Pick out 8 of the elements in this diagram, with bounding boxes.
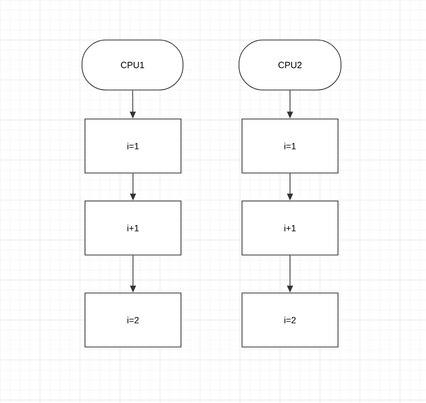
process-box: i=2 [84, 292, 182, 348]
process-box: i=1 [242, 118, 338, 174]
process-box: i=1 [84, 118, 182, 174]
process-box: i=2 [242, 292, 338, 348]
terminal-box: CPU1 [82, 40, 184, 90]
process-box: i+1 [84, 200, 182, 256]
process-box: i+1 [242, 200, 338, 256]
terminal-box: CPU2 [238, 40, 342, 90]
